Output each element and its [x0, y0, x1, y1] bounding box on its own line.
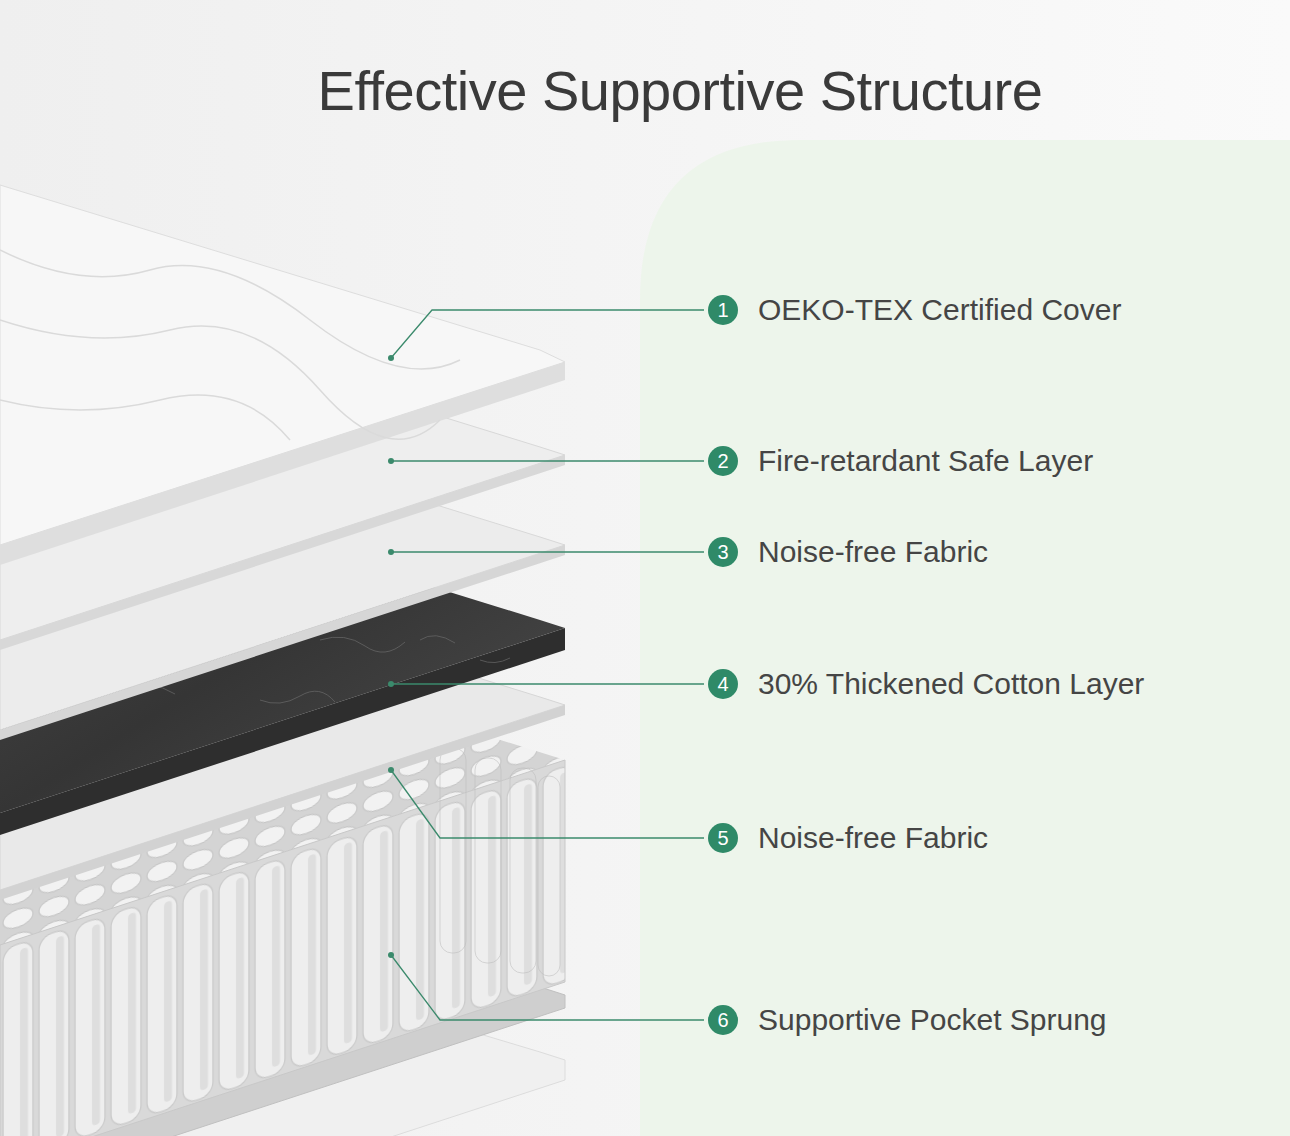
- cover-layer: [0, 185, 565, 545]
- page-title: Effective Supportive Structure: [0, 58, 1290, 123]
- spring-ghost: [440, 748, 560, 976]
- callout-label: Supportive Pocket Sprung: [758, 1003, 1107, 1037]
- leader-dots: [388, 355, 394, 958]
- callout-number: 6: [708, 1005, 738, 1035]
- callout-number: 5: [708, 823, 738, 853]
- quilting: [0, 250, 460, 440]
- callout: 3 Noise-free Fabric: [708, 535, 988, 569]
- callout-label: Noise-free Fabric: [758, 821, 988, 855]
- callout-label: OEKO-TEX Certified Cover: [758, 293, 1121, 327]
- leader-lines: [391, 310, 704, 1020]
- callout-number: 4: [708, 669, 738, 699]
- cover-edge: [0, 362, 565, 565]
- callout: 6 Supportive Pocket Sprung: [708, 1003, 1107, 1037]
- callout: 1 OEKO-TEX Certified Cover: [708, 293, 1121, 327]
- callout-number: 1: [708, 295, 738, 325]
- callout-number: 3: [708, 537, 738, 567]
- callout-label: Fire-retardant Safe Layer: [758, 444, 1093, 478]
- green-panel: [640, 140, 1290, 1136]
- callout-label: 30% Thickened Cotton Layer: [758, 667, 1144, 701]
- callout-number: 2: [708, 446, 738, 476]
- callout: 2 Fire-retardant Safe Layer: [708, 444, 1093, 478]
- callout: 5 Noise-free Fabric: [708, 821, 988, 855]
- callout: 4 30% Thickened Cotton Layer: [708, 667, 1144, 701]
- callout-label: Noise-free Fabric: [758, 535, 988, 569]
